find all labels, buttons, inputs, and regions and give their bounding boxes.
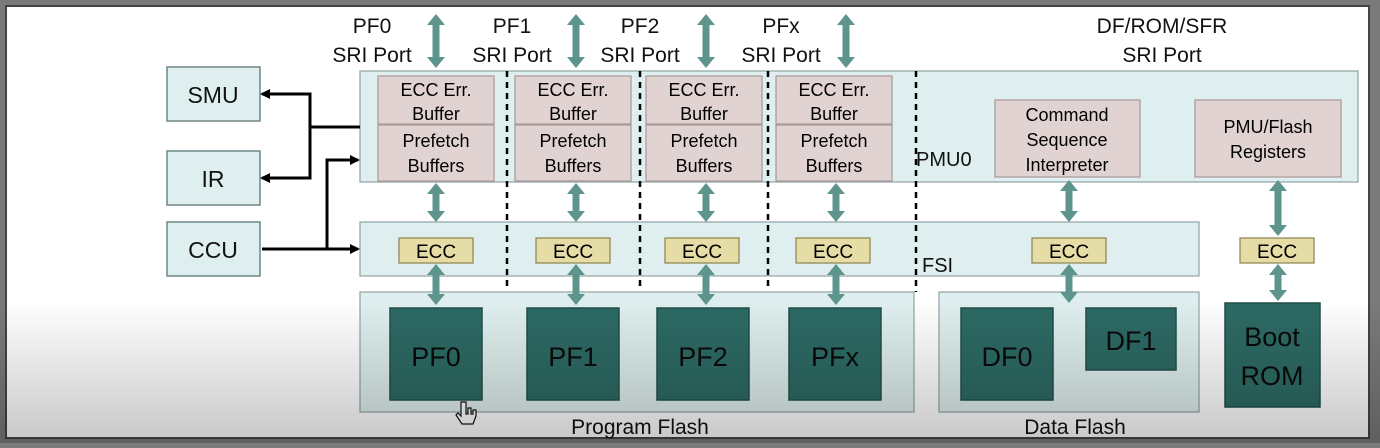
svg-text:ECC Err.: ECC Err.: [798, 80, 869, 100]
svg-text:Buffers: Buffers: [545, 156, 602, 176]
pf2-bank-label: PF2: [678, 342, 728, 372]
svg-text:SMU: SMU: [187, 82, 238, 108]
ccu-block: CCU: [166, 221, 261, 277]
ecc-label: ECC: [813, 242, 853, 263]
data-flash-label: Data Flash: [1024, 416, 1126, 439]
ecc-label: ECC: [1257, 242, 1297, 263]
svg-text:Buffer: Buffer: [810, 104, 858, 124]
svg-text:Buffer: Buffer: [412, 104, 460, 124]
double-arrow: [567, 264, 585, 305]
ecc-label: ECC: [682, 242, 722, 263]
svg-text:ECC Err.: ECC Err.: [537, 80, 608, 100]
svg-text:SRI Port: SRI Port: [600, 44, 680, 67]
ecc-label: ECC: [553, 242, 593, 263]
double-arrow: [1060, 180, 1078, 222]
svg-text:Sequence: Sequence: [1026, 130, 1107, 150]
double-arrow: [827, 183, 845, 222]
svg-text:Interpreter: Interpreter: [1025, 155, 1108, 175]
ecc-label: ECC: [1049, 242, 1089, 263]
svg-text:PMU/Flash: PMU/Flash: [1223, 117, 1312, 137]
svg-text:Boot: Boot: [1244, 322, 1300, 352]
smu-block: SMU: [166, 66, 261, 122]
double-arrow: [697, 183, 715, 222]
program-flash-label: Program Flash: [571, 416, 709, 439]
port-label-pf0: PF0 SRI Port: [332, 15, 412, 67]
svg-text:Buffer: Buffer: [680, 104, 728, 124]
svg-text:CCU: CCU: [188, 237, 238, 263]
port-label-pf1: PF1 SRI Port: [472, 15, 552, 67]
data-flash-banks: DF0 DF1: [960, 307, 1177, 401]
control-connections: [260, 89, 360, 254]
fsi-label: FSI: [922, 255, 953, 277]
svg-text:PFx: PFx: [762, 15, 800, 38]
pf2-buffers: ECC Err. Buffer Prefetch Buffers: [645, 75, 763, 182]
svg-text:DF/ROM/SFR: DF/ROM/SFR: [1097, 15, 1228, 38]
port-label-pfx: PFx SRI Port: [741, 15, 821, 67]
double-arrow: [837, 14, 855, 68]
port-label-df-rom-sfr: DF/ROM/SFR SRI Port: [1097, 15, 1228, 67]
ecc-blocks: ECC ECC ECC ECC ECC ECC: [398, 237, 1315, 264]
ir-block: IR: [166, 150, 261, 206]
double-arrow: [567, 183, 585, 222]
svg-text:SRI Port: SRI Port: [332, 44, 412, 67]
svg-text:IR: IR: [202, 166, 225, 192]
svg-text:Buffer: Buffer: [549, 104, 597, 124]
svg-text:PF2: PF2: [621, 15, 660, 38]
svg-text:PF1: PF1: [493, 15, 532, 38]
hand-cursor-icon: [455, 401, 477, 425]
svg-text:Buffers: Buffers: [676, 156, 733, 176]
double-arrow: [827, 264, 845, 305]
svg-text:Buffers: Buffers: [806, 156, 863, 176]
fsi-panel: [359, 221, 1200, 277]
svg-text:ECC Err.: ECC Err.: [668, 80, 739, 100]
svg-text:Registers: Registers: [1230, 142, 1306, 162]
svg-text:Prefetch: Prefetch: [402, 131, 469, 151]
svg-text:Prefetch: Prefetch: [539, 131, 606, 151]
pmu-flash-registers-block: PMU/Flash Registers: [1194, 99, 1342, 178]
svg-text:PF0: PF0: [353, 15, 392, 38]
double-arrow: [567, 14, 585, 68]
svg-text:SRI Port: SRI Port: [741, 44, 821, 67]
df1-bank-label: DF1: [1105, 326, 1156, 356]
svg-text:SRI Port: SRI Port: [1122, 44, 1202, 67]
double-arrow: [697, 264, 715, 305]
double-arrow: [427, 14, 445, 68]
bus-connections: [427, 14, 1287, 305]
pf0-buffers: ECC Err. Buffer Prefetch Buffers: [377, 75, 495, 182]
df0-bank-label: DF0: [981, 342, 1032, 372]
pfx-bank-label: PFx: [811, 342, 860, 372]
double-arrow: [1269, 264, 1287, 301]
svg-text:Prefetch: Prefetch: [670, 131, 737, 151]
partition-separators: [505, 71, 918, 292]
svg-text:Buffers: Buffers: [408, 156, 465, 176]
double-arrow: [697, 14, 715, 68]
ecc-label: ECC: [416, 242, 456, 263]
boot-rom-block: Boot ROM: [1224, 302, 1321, 408]
program-flash-banks: PF0 PF1 PF2 PFx: [389, 307, 882, 401]
double-arrow: [427, 183, 445, 222]
svg-text:ROM: ROM: [1241, 361, 1304, 391]
pmu0-label: PMU0: [916, 149, 972, 171]
svg-text:Command: Command: [1025, 105, 1108, 125]
double-arrow: [427, 264, 445, 305]
svg-text:SRI Port: SRI Port: [472, 44, 552, 67]
double-arrow: [1060, 264, 1078, 303]
double-arrow: [1269, 180, 1287, 236]
pf1-bank-label: PF1: [548, 342, 598, 372]
pf0-bank-label: PF0: [411, 342, 461, 372]
pf1-buffers: ECC Err. Buffer Prefetch Buffers: [514, 75, 632, 182]
command-sequence-interpreter-block: Command Sequence Interpreter: [994, 99, 1141, 178]
svg-text:Prefetch: Prefetch: [800, 131, 867, 151]
pfx-buffers: ECC Err. Buffer Prefetch Buffers: [775, 75, 893, 182]
svg-text:ECC Err.: ECC Err.: [400, 80, 471, 100]
port-label-pf2: PF2 SRI Port: [600, 15, 680, 67]
